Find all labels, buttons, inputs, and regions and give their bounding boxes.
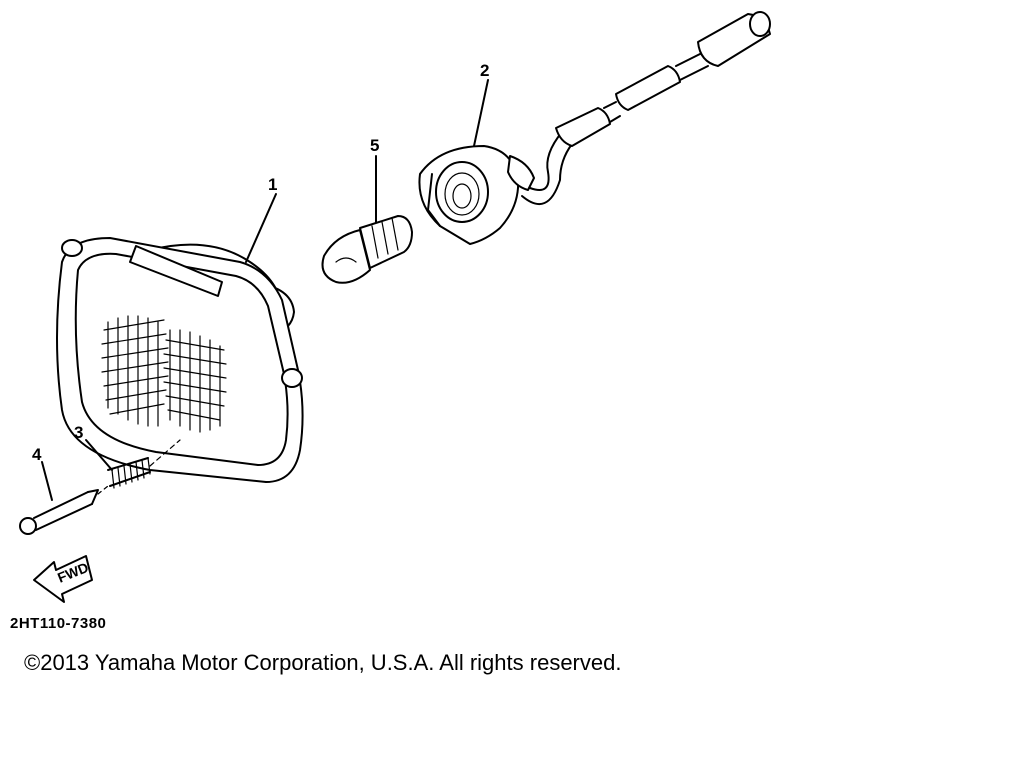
callout-5: 5 xyxy=(370,136,379,155)
bulb-part xyxy=(321,155,413,284)
screw-part xyxy=(19,461,109,535)
callout-2: 2 xyxy=(480,61,489,80)
fwd-arrow-icon: FWD xyxy=(33,555,93,603)
diagram-reference-code: 2HT110-7380 xyxy=(10,615,107,632)
callout-3: 3 xyxy=(74,423,83,442)
socket-cord-part xyxy=(418,11,771,245)
callout-4: 4 xyxy=(32,445,42,464)
headlight-unit xyxy=(56,193,304,483)
spring-part xyxy=(85,439,181,489)
callout-1: 1 xyxy=(268,175,277,194)
copyright-notice: ©2013 Yamaha Motor Corporation, U.S.A. A… xyxy=(24,650,622,675)
